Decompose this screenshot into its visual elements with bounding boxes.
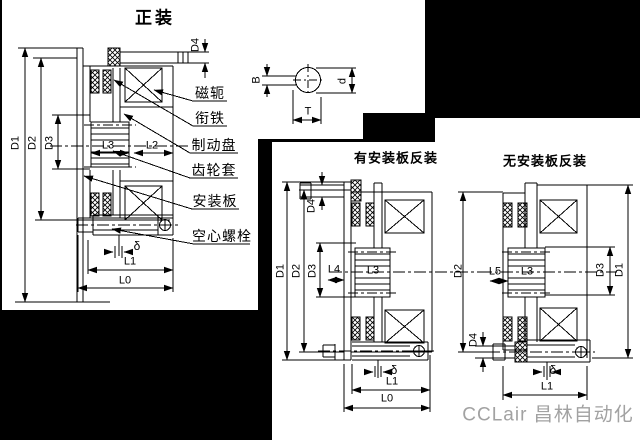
part-label-magnet-yoke: 磁轭	[195, 85, 225, 101]
dim-b-endview: B	[250, 76, 263, 84]
dim-delta-middle: δ	[390, 363, 398, 377]
paper-middle-view	[272, 142, 640, 440]
dim-l3-right: L3	[520, 265, 534, 278]
dim-l0-middle: L0	[380, 392, 394, 405]
dim-l1-middle: L1	[385, 375, 399, 388]
reverse-with-plate-lineart	[282, 172, 490, 412]
dim-d-endview: d	[336, 77, 349, 85]
dim-d2-right: D2	[452, 263, 465, 279]
dim-d3-front: D3	[43, 135, 56, 151]
dim-l0-front: L0	[118, 274, 132, 287]
reverse-without-plate-title: 无安装板反装	[502, 153, 588, 169]
dim-l1-front: L1	[123, 255, 137, 268]
front-view-title: 正装	[135, 8, 175, 28]
dim-d3-middle: D3	[306, 263, 319, 279]
dim-l4-middle: L4	[327, 263, 341, 276]
dim-d4-middle: D4	[305, 198, 318, 214]
dim-d4-right: D4	[467, 332, 480, 348]
front-view-lineart	[15, 39, 250, 303]
part-label-hollow-bolt: 空心螺栓	[192, 228, 252, 244]
part-label-mounting-plate: 安装板	[192, 193, 238, 209]
end-view-lineart	[262, 64, 356, 124]
dim-d3-right: D3	[594, 262, 607, 278]
dim-d2-front: D2	[26, 135, 39, 151]
dim-t-endview: T	[304, 105, 312, 118]
dim-l1-right: L1	[540, 380, 554, 393]
part-label-gear-sleeve: 齿轮套	[191, 162, 237, 178]
dim-l3-front: L3	[101, 139, 115, 152]
dim-delta-front: δ	[133, 239, 141, 253]
part-label-armature: 衔铁	[195, 110, 225, 126]
reverse-without-plate-lineart	[458, 182, 633, 400]
watermark-logo: CCLair 昌林自动化	[462, 404, 634, 426]
part-label-brake-disc: 制动盘	[191, 137, 237, 153]
dim-delta-right: δ	[549, 363, 557, 377]
dim-l5-right: L5	[488, 265, 502, 278]
dim-d1-front: D1	[9, 135, 22, 151]
dim-l2-front: L2	[145, 139, 159, 152]
dim-d2-middle: D2	[290, 263, 303, 279]
dim-d1-right: D1	[613, 262, 626, 278]
dim-d4-front: D4	[189, 37, 202, 53]
dim-d1-middle: D1	[274, 263, 287, 279]
dim-l3-middle: L3	[366, 264, 380, 277]
reverse-with-plate-title: 有安装板反装	[353, 150, 439, 166]
